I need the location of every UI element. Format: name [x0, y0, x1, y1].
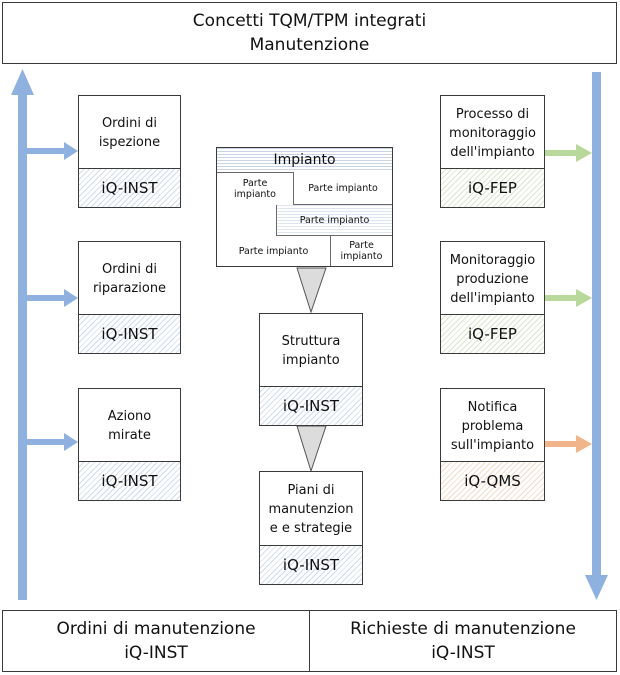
plant-part-1: Parte impianto	[217, 172, 294, 206]
right-branch-arrow-orange	[545, 435, 592, 453]
maintenance-plans-box: Piani di manutenzion e e strategie iQ-IN…	[259, 471, 363, 585]
left-branch-arrow-3	[27, 433, 78, 451]
problem-notification-box: Notifica problema sull'impianto iQ-QMS	[440, 388, 545, 501]
plant-part-5: Parte impianto	[330, 236, 392, 266]
plant-part-4: Parte impianto	[238, 245, 309, 257]
problem-notification-system: iQ-QMS	[441, 461, 544, 500]
maintenance-plans-label: Piani di manutenzion e e strategie	[268, 483, 354, 536]
monitoring-process-system: iQ-FEP	[441, 168, 544, 207]
inspection-orders-system: iQ-INST	[79, 168, 180, 207]
monitoring-process-box: Processo di monitoraggio dell'impianto i…	[440, 95, 545, 208]
repair-orders-box: Ordini di riparazione iQ-INST	[78, 241, 181, 354]
header-title: Concetti TQM/TPM integrati	[192, 11, 427, 31]
plant-structure-system: iQ-INST	[260, 386, 362, 425]
inspection-orders-box: Ordini di ispezione iQ-INST	[78, 95, 181, 208]
right-vertical-arrow	[585, 72, 608, 600]
footer-maintenance-orders-title: Ordini di manutenzione	[56, 619, 256, 639]
production-monitoring-system: iQ-FEP	[441, 314, 544, 353]
plant-structure-label: Struttura impianto	[281, 334, 341, 368]
plant-structure-box: Struttura impianto iQ-INST	[259, 313, 363, 426]
problem-notification-label: Notifica problema sull'impianto	[450, 399, 535, 453]
left-vertical-arrow	[11, 69, 34, 600]
left-branch-arrow-2	[27, 289, 78, 307]
right-branch-arrow-green-1	[545, 144, 592, 162]
maintenance-plans-system: iQ-INST	[260, 545, 362, 584]
header-subtitle: Manutenzione	[249, 35, 370, 55]
right-branch-arrow-green-2	[545, 289, 592, 307]
left-branch-arrow-1	[27, 142, 78, 160]
header-box: Concetti TQM/TPM integrati Manutenzione	[2, 2, 617, 64]
repair-orders-label: Ordini di riparazione	[92, 262, 167, 296]
production-monitoring-label: Monitoraggio produzione dell'impianto	[449, 252, 536, 306]
connector-triangle-1	[296, 267, 327, 314]
connector-triangle-2	[296, 425, 327, 473]
monitoring-process-label: Processo di monitoraggio dell'impianto	[449, 106, 536, 160]
repair-orders-system: iQ-INST	[79, 314, 180, 353]
plant-part-2: Parte impianto	[294, 172, 392, 205]
inspection-orders-label: Ordini di ispezione	[98, 116, 161, 150]
footer-maintenance-orders-system: iQ-INST	[124, 643, 188, 663]
footer-maintenance-orders: Ordini di manutenzione iQ-INST	[3, 611, 309, 671]
plant-part-3: Parte impianto	[276, 205, 392, 236]
targeted-actions-box: Aziono mirate iQ-INST	[78, 388, 181, 501]
production-monitoring-box: Monitoraggio produzione dell'impianto iQ…	[440, 241, 545, 354]
footer-maintenance-requests: Richieste di manutenzione iQ-INST	[309, 611, 616, 671]
footer-bar: Ordini di manutenzione iQ-INST Richieste…	[2, 610, 617, 672]
footer-maintenance-requests-title: Richieste di manutenzione	[350, 619, 576, 639]
targeted-actions-system: iQ-INST	[79, 461, 180, 500]
plant-box: Impianto Parte impianto Parte impianto P…	[216, 147, 393, 267]
targeted-actions-label: Aziono mirate	[107, 409, 152, 443]
plant-title: Impianto	[217, 148, 392, 173]
footer-maintenance-requests-system: iQ-INST	[431, 643, 495, 663]
